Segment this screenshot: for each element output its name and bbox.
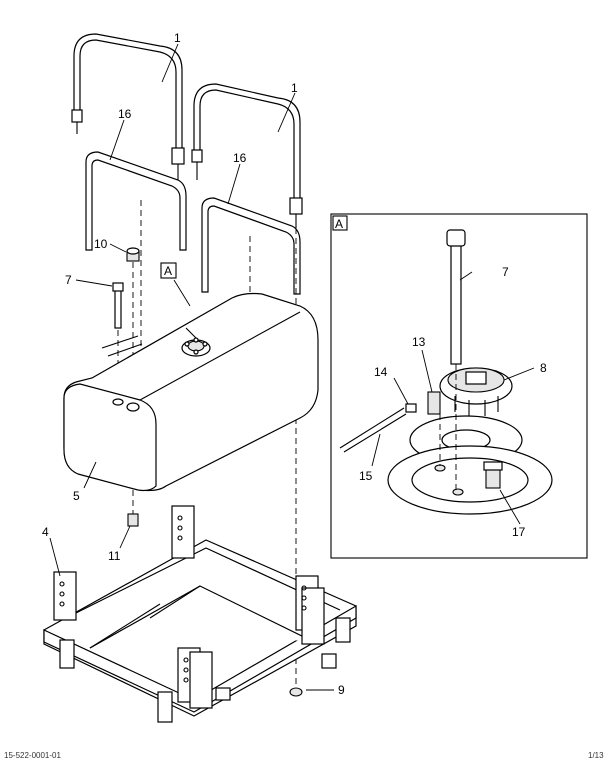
nut — [289, 687, 303, 697]
detail-callout-15: 15 — [359, 469, 373, 483]
callout-7: 7 — [65, 273, 72, 287]
footer-page-number: 1/13 — [588, 751, 604, 760]
callout-5: 5 — [73, 489, 80, 503]
fuel-tank — [63, 292, 319, 492]
detail-callout-7: 7 — [502, 265, 509, 279]
callout-9: 9 — [338, 683, 345, 697]
footer-document-number: 15-522-0001-01 — [4, 751, 61, 760]
callout-1-left: 1 — [174, 31, 181, 45]
insulator-left — [85, 151, 187, 251]
mounting-frame — [43, 505, 357, 723]
callout-16-right: 16 — [233, 151, 247, 165]
detail-reference-label: A — [164, 264, 172, 278]
cap — [126, 247, 140, 262]
detail-callout-13: 13 — [412, 335, 426, 349]
strap-left — [71, 33, 185, 186]
callout-1-right: 1 — [291, 81, 298, 95]
detail-callout-8: 8 — [540, 361, 547, 375]
callout-11: 11 — [108, 549, 121, 563]
insulator-right — [201, 197, 301, 295]
callout-4: 4 — [42, 525, 49, 539]
detail-a-box: A — [330, 213, 588, 559]
drain-plug — [127, 513, 139, 527]
leader-lines — [49, 43, 535, 691]
fuel-line — [112, 282, 124, 329]
detail-a-reference: A — [160, 262, 177, 279]
callouts: 1 1 16 16 10 7 5 4 11 9 7 13 14 8 15 17 — [42, 31, 547, 697]
detail-callout-17: 17 — [512, 525, 526, 539]
callout-16-left: 16 — [118, 107, 132, 121]
detail-box-label: A — [335, 217, 343, 231]
callout-10: 10 — [94, 237, 108, 251]
detail-callout-14: 14 — [374, 365, 388, 379]
strap-right — [191, 83, 303, 228]
